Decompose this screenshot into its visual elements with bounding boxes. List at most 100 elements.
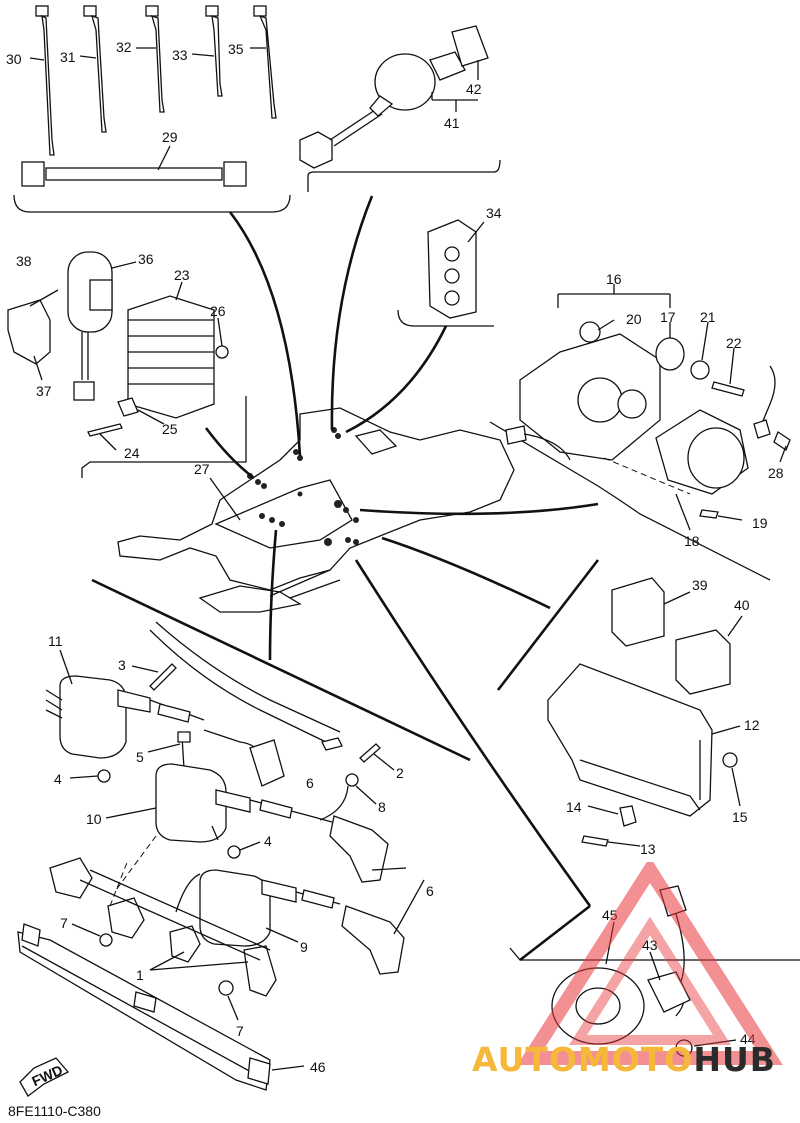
- cable-tie-33: [205, 5, 223, 97]
- ignition-coil-10: [155, 763, 227, 843]
- callout-30: 30: [6, 51, 22, 67]
- connector-40: [675, 629, 731, 695]
- callout-16: 16: [606, 271, 622, 287]
- callout-15: 15: [732, 809, 748, 825]
- callout-13: 13: [640, 841, 656, 857]
- bolt-22: [711, 381, 745, 397]
- damper-14: [619, 805, 637, 827]
- nut-26: [215, 345, 229, 359]
- connector-39: [611, 577, 665, 647]
- nut-4: [97, 769, 111, 783]
- plug-cap-6c: [341, 905, 405, 975]
- callout-35: 35: [228, 41, 244, 57]
- guard-rail-46: [17, 931, 271, 1091]
- cable-tie-31: [83, 5, 107, 133]
- clip-group-34: [397, 219, 494, 327]
- watermark-part1: AUTOMOTO: [472, 1040, 694, 1079]
- callout-21: 21: [700, 309, 716, 325]
- bolt-2: [359, 743, 381, 763]
- cable-tie-30: [35, 5, 55, 156]
- callout-10: 10: [86, 811, 102, 827]
- callout-22: 22: [726, 335, 742, 351]
- regulator-group: [7, 251, 247, 478]
- bolt-24: [87, 423, 123, 437]
- watermark-text: AUTOMOTOHUB: [472, 1040, 776, 1079]
- ignition-coils-group: [17, 621, 425, 1091]
- damper-17: [655, 337, 685, 371]
- fwd-label: FWD: [29, 1062, 65, 1090]
- fwd-arrow: FWD: [19, 1057, 70, 1097]
- callout-27: 27: [194, 461, 210, 477]
- callout-36: 36: [138, 251, 154, 267]
- bolt-28: [773, 431, 791, 451]
- watermark-part2: HUB: [693, 1040, 776, 1079]
- callout-24: 24: [124, 445, 140, 461]
- cdi-unit-12: [547, 663, 713, 817]
- rectifier-regulator-23: [127, 295, 215, 419]
- callout-39: 39: [692, 577, 708, 593]
- callout-4a: 4: [54, 771, 62, 787]
- callout-3: 3: [118, 657, 126, 673]
- pickup-coil-43: [647, 971, 691, 1013]
- warning-triangle-icon: [517, 862, 783, 1065]
- nut-7b: [218, 980, 234, 996]
- connection-curves: [91, 195, 800, 962]
- ignition-coil-11: [59, 675, 127, 759]
- callout-37: 37: [36, 383, 52, 399]
- bolt-13: [581, 835, 609, 847]
- callout-1: 1: [136, 967, 144, 983]
- callout-46: 46: [310, 1059, 326, 1075]
- cable-tie-35: [253, 5, 277, 119]
- washer-21: [690, 360, 710, 380]
- callout-2: 2: [396, 765, 404, 781]
- callout-33: 33: [172, 47, 188, 63]
- callout-12: 12: [744, 717, 760, 733]
- cable-tie-32: [145, 5, 165, 113]
- cdi-group: [547, 577, 743, 847]
- clamp-8: [345, 773, 359, 787]
- callout-18: 18: [684, 533, 700, 549]
- cable-ties-group: [13, 5, 291, 213]
- bolt-3: [149, 663, 177, 691]
- callout-7b: 7: [236, 1023, 244, 1039]
- bracket-37: [7, 299, 51, 365]
- switch-body: [374, 53, 436, 111]
- callout-6b: 6: [426, 883, 434, 899]
- nut-4b: [227, 845, 241, 859]
- switch-group-41: [299, 25, 501, 192]
- watermark-logo: [517, 862, 783, 1065]
- callout-7a: 7: [60, 915, 68, 931]
- callout-31: 31: [60, 49, 76, 65]
- callout-19: 19: [752, 515, 768, 531]
- plug-cap-6: [249, 739, 285, 787]
- diagram-code: 8FE1110-C380: [8, 1103, 101, 1119]
- callout-6a: 6: [306, 775, 314, 791]
- frame-silhouette: [117, 407, 515, 613]
- callout-labels: 30 31 32 33 35 29 42 41 34 38 36 23 26 3…: [6, 39, 784, 1075]
- callout-4b: 4: [264, 833, 272, 849]
- callout-38: 38: [16, 253, 32, 269]
- callout-20: 20: [626, 311, 642, 327]
- callout-25: 25: [162, 421, 178, 437]
- callout-11: 11: [48, 633, 63, 649]
- callout-32: 32: [116, 39, 132, 55]
- switch-cover-42: [451, 25, 489, 67]
- callout-41: 41: [444, 115, 460, 131]
- starter-group: [489, 284, 791, 581]
- connector-plug: [299, 131, 333, 169]
- callout-26: 26: [210, 303, 226, 319]
- callout-34: 34: [486, 205, 502, 221]
- bolt-19: [699, 509, 719, 519]
- callout-29: 29: [162, 129, 178, 145]
- plate-25: [117, 397, 139, 417]
- callout-5: 5: [136, 749, 144, 765]
- callout-17: 17: [660, 309, 676, 325]
- callout-23: 23: [174, 267, 190, 283]
- pickup-group: [551, 885, 737, 1057]
- callout-28: 28: [768, 465, 784, 481]
- nut-7: [99, 933, 113, 947]
- callout-14: 14: [566, 799, 582, 815]
- plug-cap-6b: [329, 815, 389, 883]
- callout-43: 43: [642, 937, 658, 953]
